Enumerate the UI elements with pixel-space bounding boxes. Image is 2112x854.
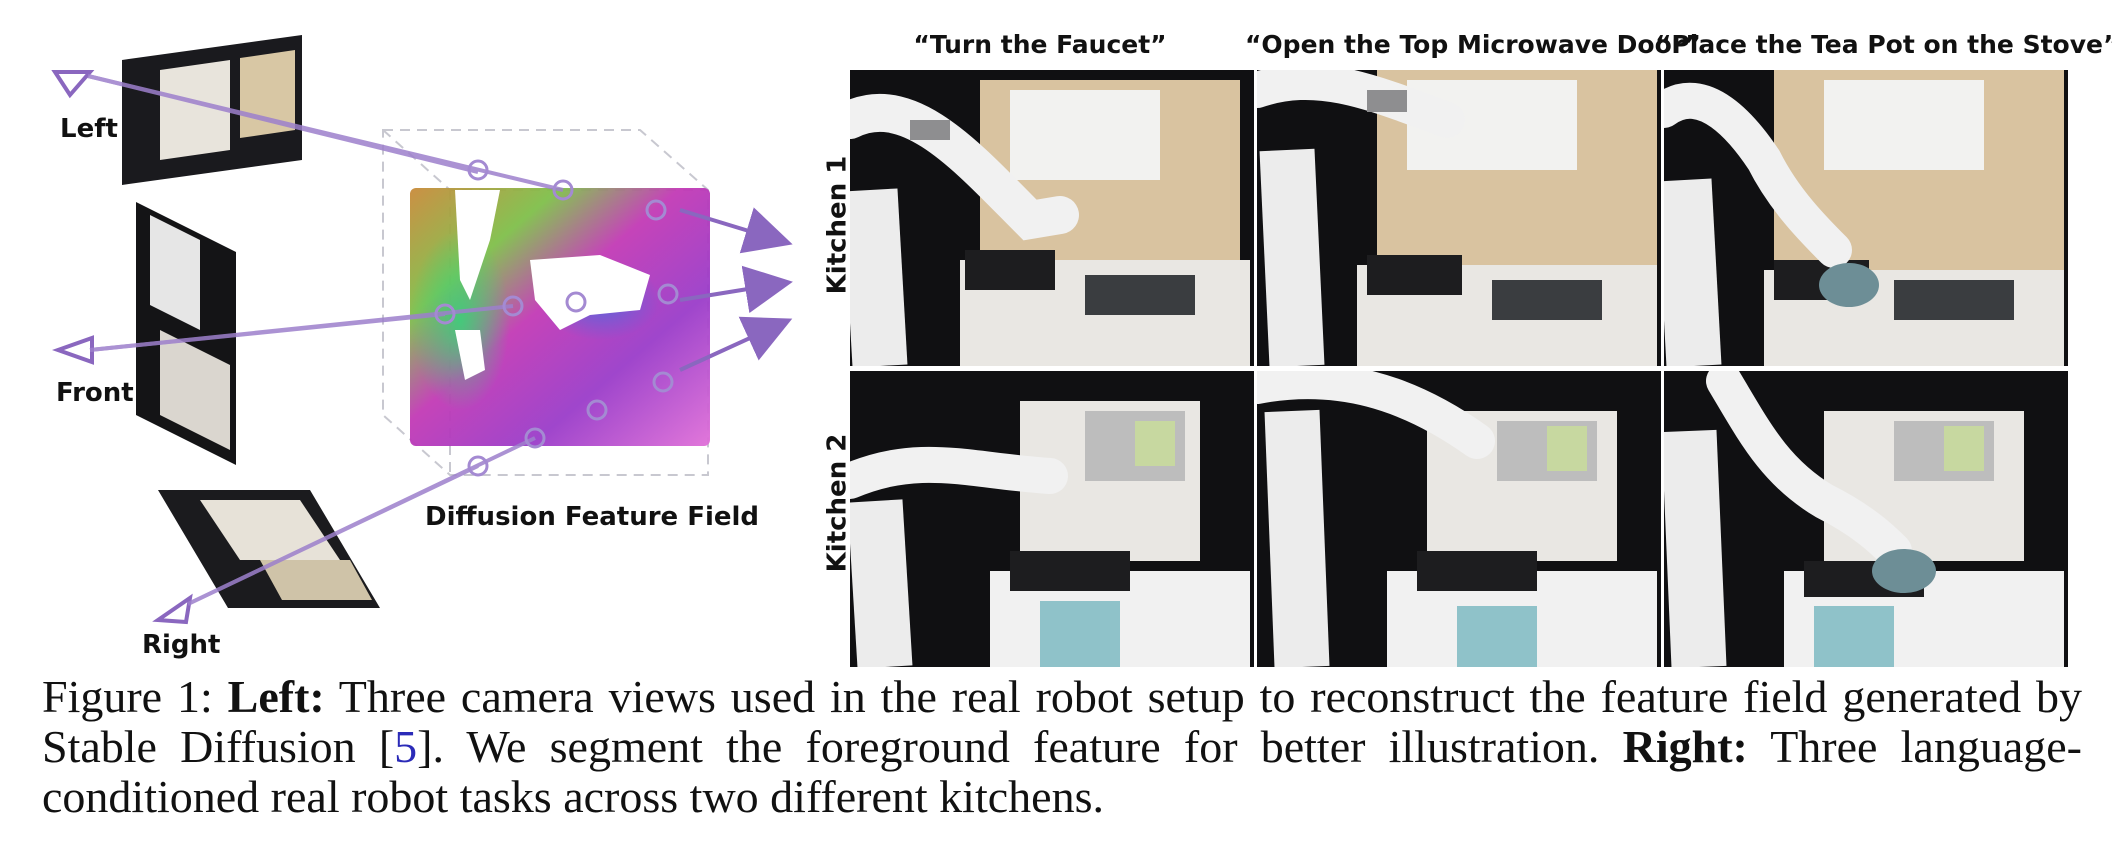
photo-kitchen1-microwave [1257,70,1661,366]
camera-right-icon [152,593,193,625]
caption-part1: Three camera views used in the real robo… [42,671,2082,772]
figure-1: Left Front Right Diffusion Feature Field… [51,30,2112,667]
view-label-front: Front [56,378,134,408]
caption-right-head: Right: [1622,721,1748,772]
camera-view-left [122,35,302,185]
caption-prefix: Figure 1: [42,671,228,722]
row-label-kitchen-1: Kitchen 1 [822,155,853,295]
camera-rays [87,74,564,606]
camera-front-icon [51,335,94,365]
citation-link[interactable]: 5 [394,721,418,772]
view-label-right: Right [142,630,221,660]
view-label-left: Left [60,114,118,144]
photo-kitchen2-faucet [850,371,1254,667]
photo-kitchen1-teapot [1664,70,2068,366]
feature-field-diagram [51,35,793,625]
sample-points [434,159,679,477]
photo-kitchen2-microwave [1257,371,1661,667]
task-title-3: “Place the Tea Pot on the Stove” [1655,30,2112,59]
task-title-2: “Open the Top Microwave Door” [1245,30,1701,59]
camera-view-right [158,490,380,608]
feature-arrows [679,207,793,372]
figure-caption: Figure 1: Left: Three camera views used … [42,672,2082,822]
diffusion-feature-field [410,188,710,446]
camera-view-front [136,202,236,465]
caption-left-head: Left: [227,671,325,722]
caption-part2: ]. We segment the foreground feature for… [417,721,1623,772]
field-label: Diffusion Feature Field [425,502,760,532]
photo-kitchen1-faucet [850,70,1254,366]
caption-part3: Three language-conditioned real robot ta… [42,721,2082,822]
task-title-1: “Turn the Faucet” [913,30,1167,59]
camera-left-icon [51,70,95,99]
row-label-kitchen-2: Kitchen 2 [822,433,853,573]
photo-kitchen2-teapot [1664,371,2068,667]
